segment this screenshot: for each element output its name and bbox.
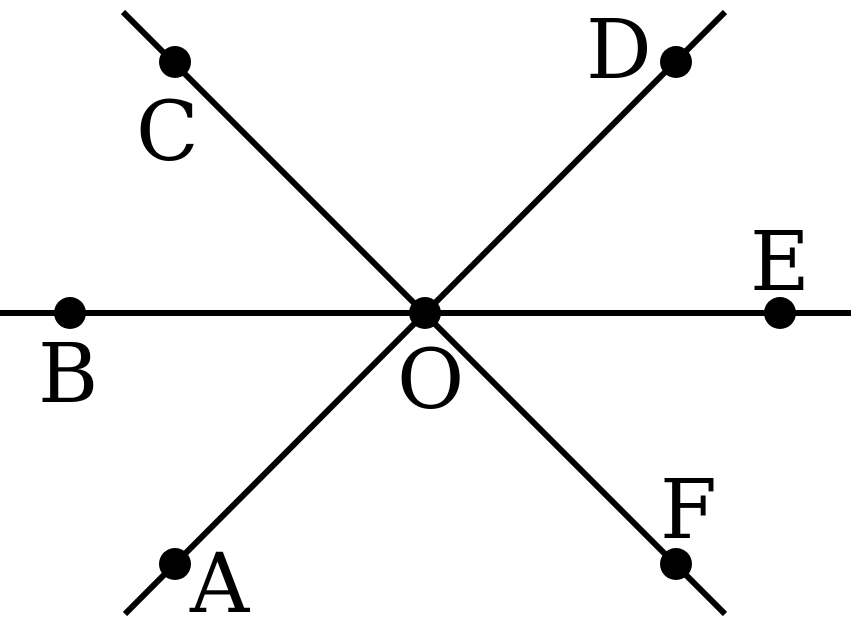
label-O: O [397, 333, 464, 428]
label-D: D [586, 3, 652, 98]
point-A [159, 548, 191, 580]
point-D [660, 46, 692, 78]
point-C [159, 46, 191, 78]
label-A: A [189, 537, 251, 632]
label-B: B [38, 327, 98, 422]
point-E [764, 297, 796, 329]
point-O [409, 297, 441, 329]
label-C: C [136, 85, 199, 180]
point-F [660, 548, 692, 580]
point-B [54, 297, 86, 329]
label-E: E [750, 215, 810, 310]
label-F: F [660, 463, 717, 558]
